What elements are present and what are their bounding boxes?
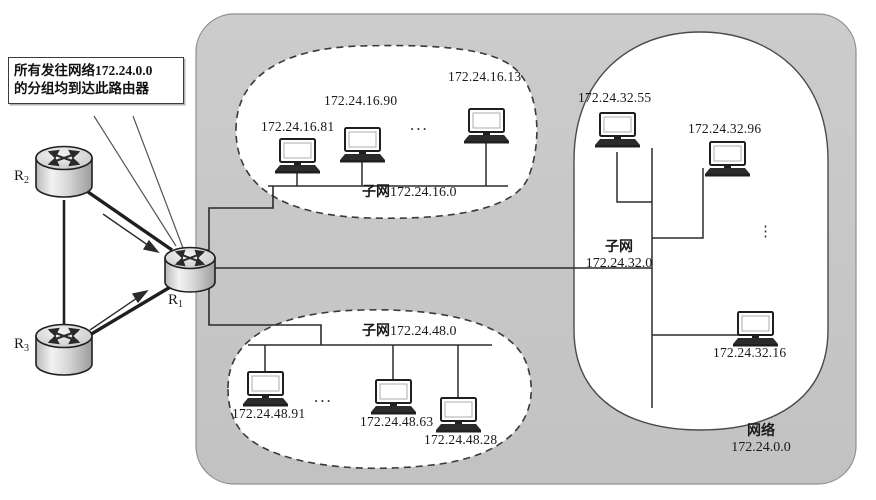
- subnet16-ellipsis: ...: [410, 115, 429, 134]
- subnet-48-ip: 172.24.48.0: [390, 324, 457, 339]
- link-r2-r1: [87, 190, 173, 252]
- router-label-r3: R3: [14, 336, 30, 354]
- subnet-16-boundary: [235, 44, 538, 220]
- router-r3-icon[interactable]: [35, 323, 93, 376]
- subnet-16-prefix: 子网: [362, 185, 390, 200]
- subnet-48-bus-group: [248, 344, 492, 398]
- link-r3-r1: [87, 284, 173, 338]
- host-label-subnet32-1: 172.24.32.55: [578, 90, 652, 105]
- network-address: 172.24.0.0: [731, 440, 791, 456]
- router-label-r3-text: R: [14, 336, 25, 352]
- host-label-subnet48-2: 172.24.48.63: [360, 414, 434, 429]
- subnet-32-stub-1: [616, 152, 652, 203]
- router-label-r3-sub: 3: [24, 343, 30, 354]
- subnet-16-ip: 172.24.16.0: [390, 185, 457, 200]
- router-label-r1-sub: 1: [178, 299, 184, 310]
- host-label-subnet16-1: 172.24.16.81: [261, 119, 335, 134]
- subnet-32-bus-group: [616, 148, 742, 408]
- callout-leaders: [93, 115, 184, 249]
- host-label-subnet16-2: 172.24.16.90: [324, 93, 398, 108]
- router-r1-icon[interactable]: [164, 246, 216, 293]
- callout-line2: 的分组均到达此路由器: [14, 81, 149, 97]
- subnet-32-stub-2: [652, 168, 704, 239]
- router-label-r1-text: R: [168, 292, 179, 308]
- host-icon-172-24-48-91[interactable]: [243, 371, 288, 407]
- host-icon-172-24-48-63[interactable]: [371, 379, 416, 415]
- subnet-32-ip: 172.24.32.0: [585, 256, 653, 272]
- subnet-48-prefix: 子网: [362, 324, 390, 339]
- subnet-label-16: 子网172.24.16.0: [362, 185, 457, 201]
- arrow-r2-to-r1: [102, 213, 160, 254]
- callout-line1-prefix: 所有发往网络: [14, 63, 95, 78]
- host-icon-172-24-32-55[interactable]: [595, 112, 640, 148]
- host-label-subnet32-3: 172.24.32.16: [713, 345, 787, 360]
- host-label-subnet48-1: 172.24.48.91: [232, 406, 306, 421]
- arrow-r3-to-r1: [89, 289, 149, 331]
- callout-line1-ip: 172.24.0.0: [95, 63, 153, 78]
- host-label-subnet32-2: 172.24.32.96: [688, 121, 762, 136]
- callout-leader-1: [93, 115, 177, 247]
- host-icon-172-24-16-90[interactable]: [340, 127, 385, 163]
- host-icon-172-24-16-13[interactable]: [464, 108, 509, 144]
- router-r2-icon[interactable]: [35, 145, 93, 198]
- subnet-label-48: 子网172.24.48.0: [362, 324, 457, 340]
- traffic-arrows: [89, 213, 160, 331]
- host-icon-172-24-32-16[interactable]: [733, 311, 778, 347]
- callout-box: 所有发往网络172.24.0.0 的分组均到达此路由器: [8, 57, 184, 105]
- host-icon-172-24-48-28[interactable]: [436, 397, 481, 433]
- router-label-r2-sub: 2: [24, 175, 30, 186]
- router-label-r1: R1: [168, 292, 184, 310]
- router-label-r2-text: R: [14, 168, 25, 184]
- host-icon-172-24-32-96[interactable]: [705, 141, 750, 177]
- router-router-links: [62, 190, 173, 338]
- subnet-32-prefix: 子网: [605, 240, 633, 255]
- host-icon-172-24-16-81[interactable]: [275, 138, 320, 174]
- subnet-16-region: [235, 44, 538, 220]
- host-label-subnet16-3: 172.24.16.13: [448, 69, 522, 84]
- network-title: 网络: [747, 424, 775, 439]
- subnet32-ellipsis: ⋮: [758, 224, 773, 240]
- router-label-r2: R2: [14, 168, 30, 186]
- subnet48-ellipsis: ...: [314, 387, 333, 406]
- host-label-subnet48-3: 172.24.48.28: [424, 432, 498, 447]
- callout-leader-2: [132, 115, 184, 249]
